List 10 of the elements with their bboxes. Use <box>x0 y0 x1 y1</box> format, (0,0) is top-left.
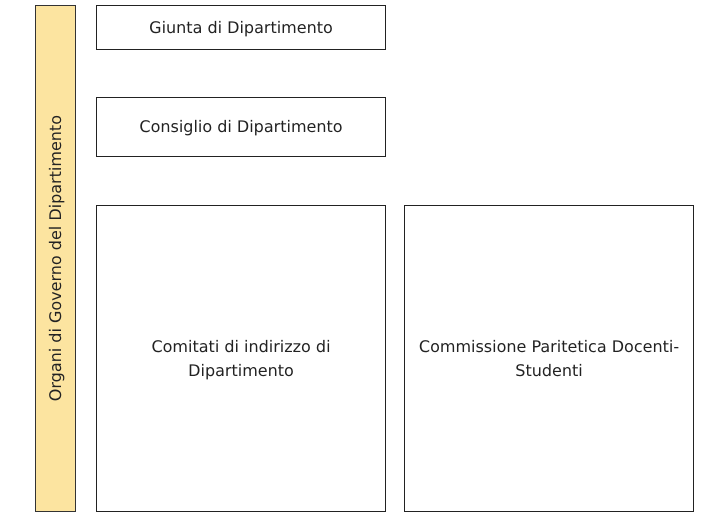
org-box <box>404 205 694 512</box>
org-box <box>96 205 386 512</box>
box-label: Consiglio di Dipartimento <box>138 116 344 138</box>
org-box <box>96 5 386 50</box>
band-title: Organi di Governo del Dipartimento <box>44 115 66 402</box>
box-label: Commissione Paritetica Docenti-Studenti <box>418 336 680 382</box>
box-label: Comitati di indirizzo di Dipartimento <box>150 336 332 382</box>
org-box <box>96 97 386 157</box>
sidebar-band <box>35 5 76 512</box>
box-label: Giunta di Dipartimento <box>148 16 334 39</box>
